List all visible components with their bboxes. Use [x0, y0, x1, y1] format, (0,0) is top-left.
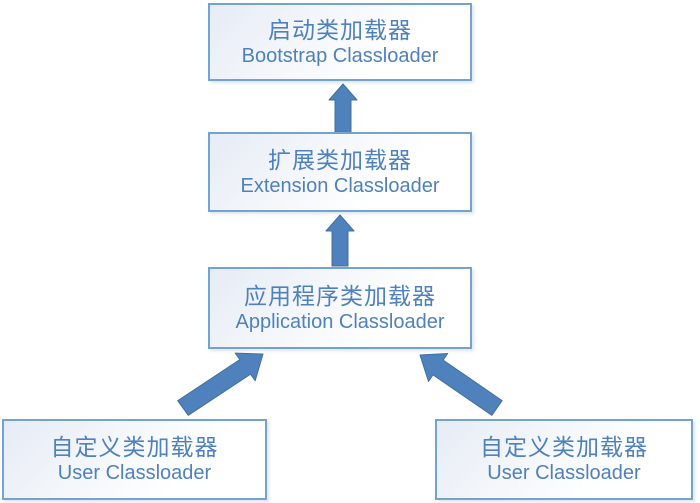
diagonal-arrow-user-right-to-application: [419, 353, 503, 416]
user-classloader-box-left: 自定义类加载器 User Classloader: [2, 419, 267, 500]
user-classloader-left-label-en: User Classloader: [57, 462, 212, 484]
user-classloader-right-label-zh: 自定义类加载器: [480, 434, 648, 460]
diagonal-arrow-user-left-to-application: [177, 352, 264, 416]
extension-classloader-label-zh: 扩展类加载器: [268, 146, 412, 173]
extension-classloader-label-en: Extension Classloader: [240, 174, 440, 197]
application-classloader-box: 应用程序类加载器 Application Classloader: [208, 267, 472, 349]
bootstrap-classloader-label-en: Bootstrap Classloader: [241, 44, 439, 67]
user-classloader-right-label-en: User Classloader: [487, 462, 641, 484]
user-classloader-left-label-zh: 自定义类加载器: [50, 434, 219, 460]
up-arrow-application-to-extension: [325, 214, 355, 267]
user-classloader-box-right: 自定义类加载器 User Classloader: [435, 419, 693, 500]
up-arrow-extension-to-bootstrap: [328, 83, 358, 134]
application-classloader-label-en: Application Classloader: [235, 310, 445, 333]
extension-classloader-box: 扩展类加载器 Extension Classloader: [208, 132, 472, 212]
bootstrap-classloader-label-zh: 启动类加载器: [268, 16, 412, 43]
bootstrap-classloader-box: 启动类加载器 Bootstrap Classloader: [208, 3, 472, 81]
application-classloader-label-zh: 应用程序类加载器: [244, 282, 436, 309]
